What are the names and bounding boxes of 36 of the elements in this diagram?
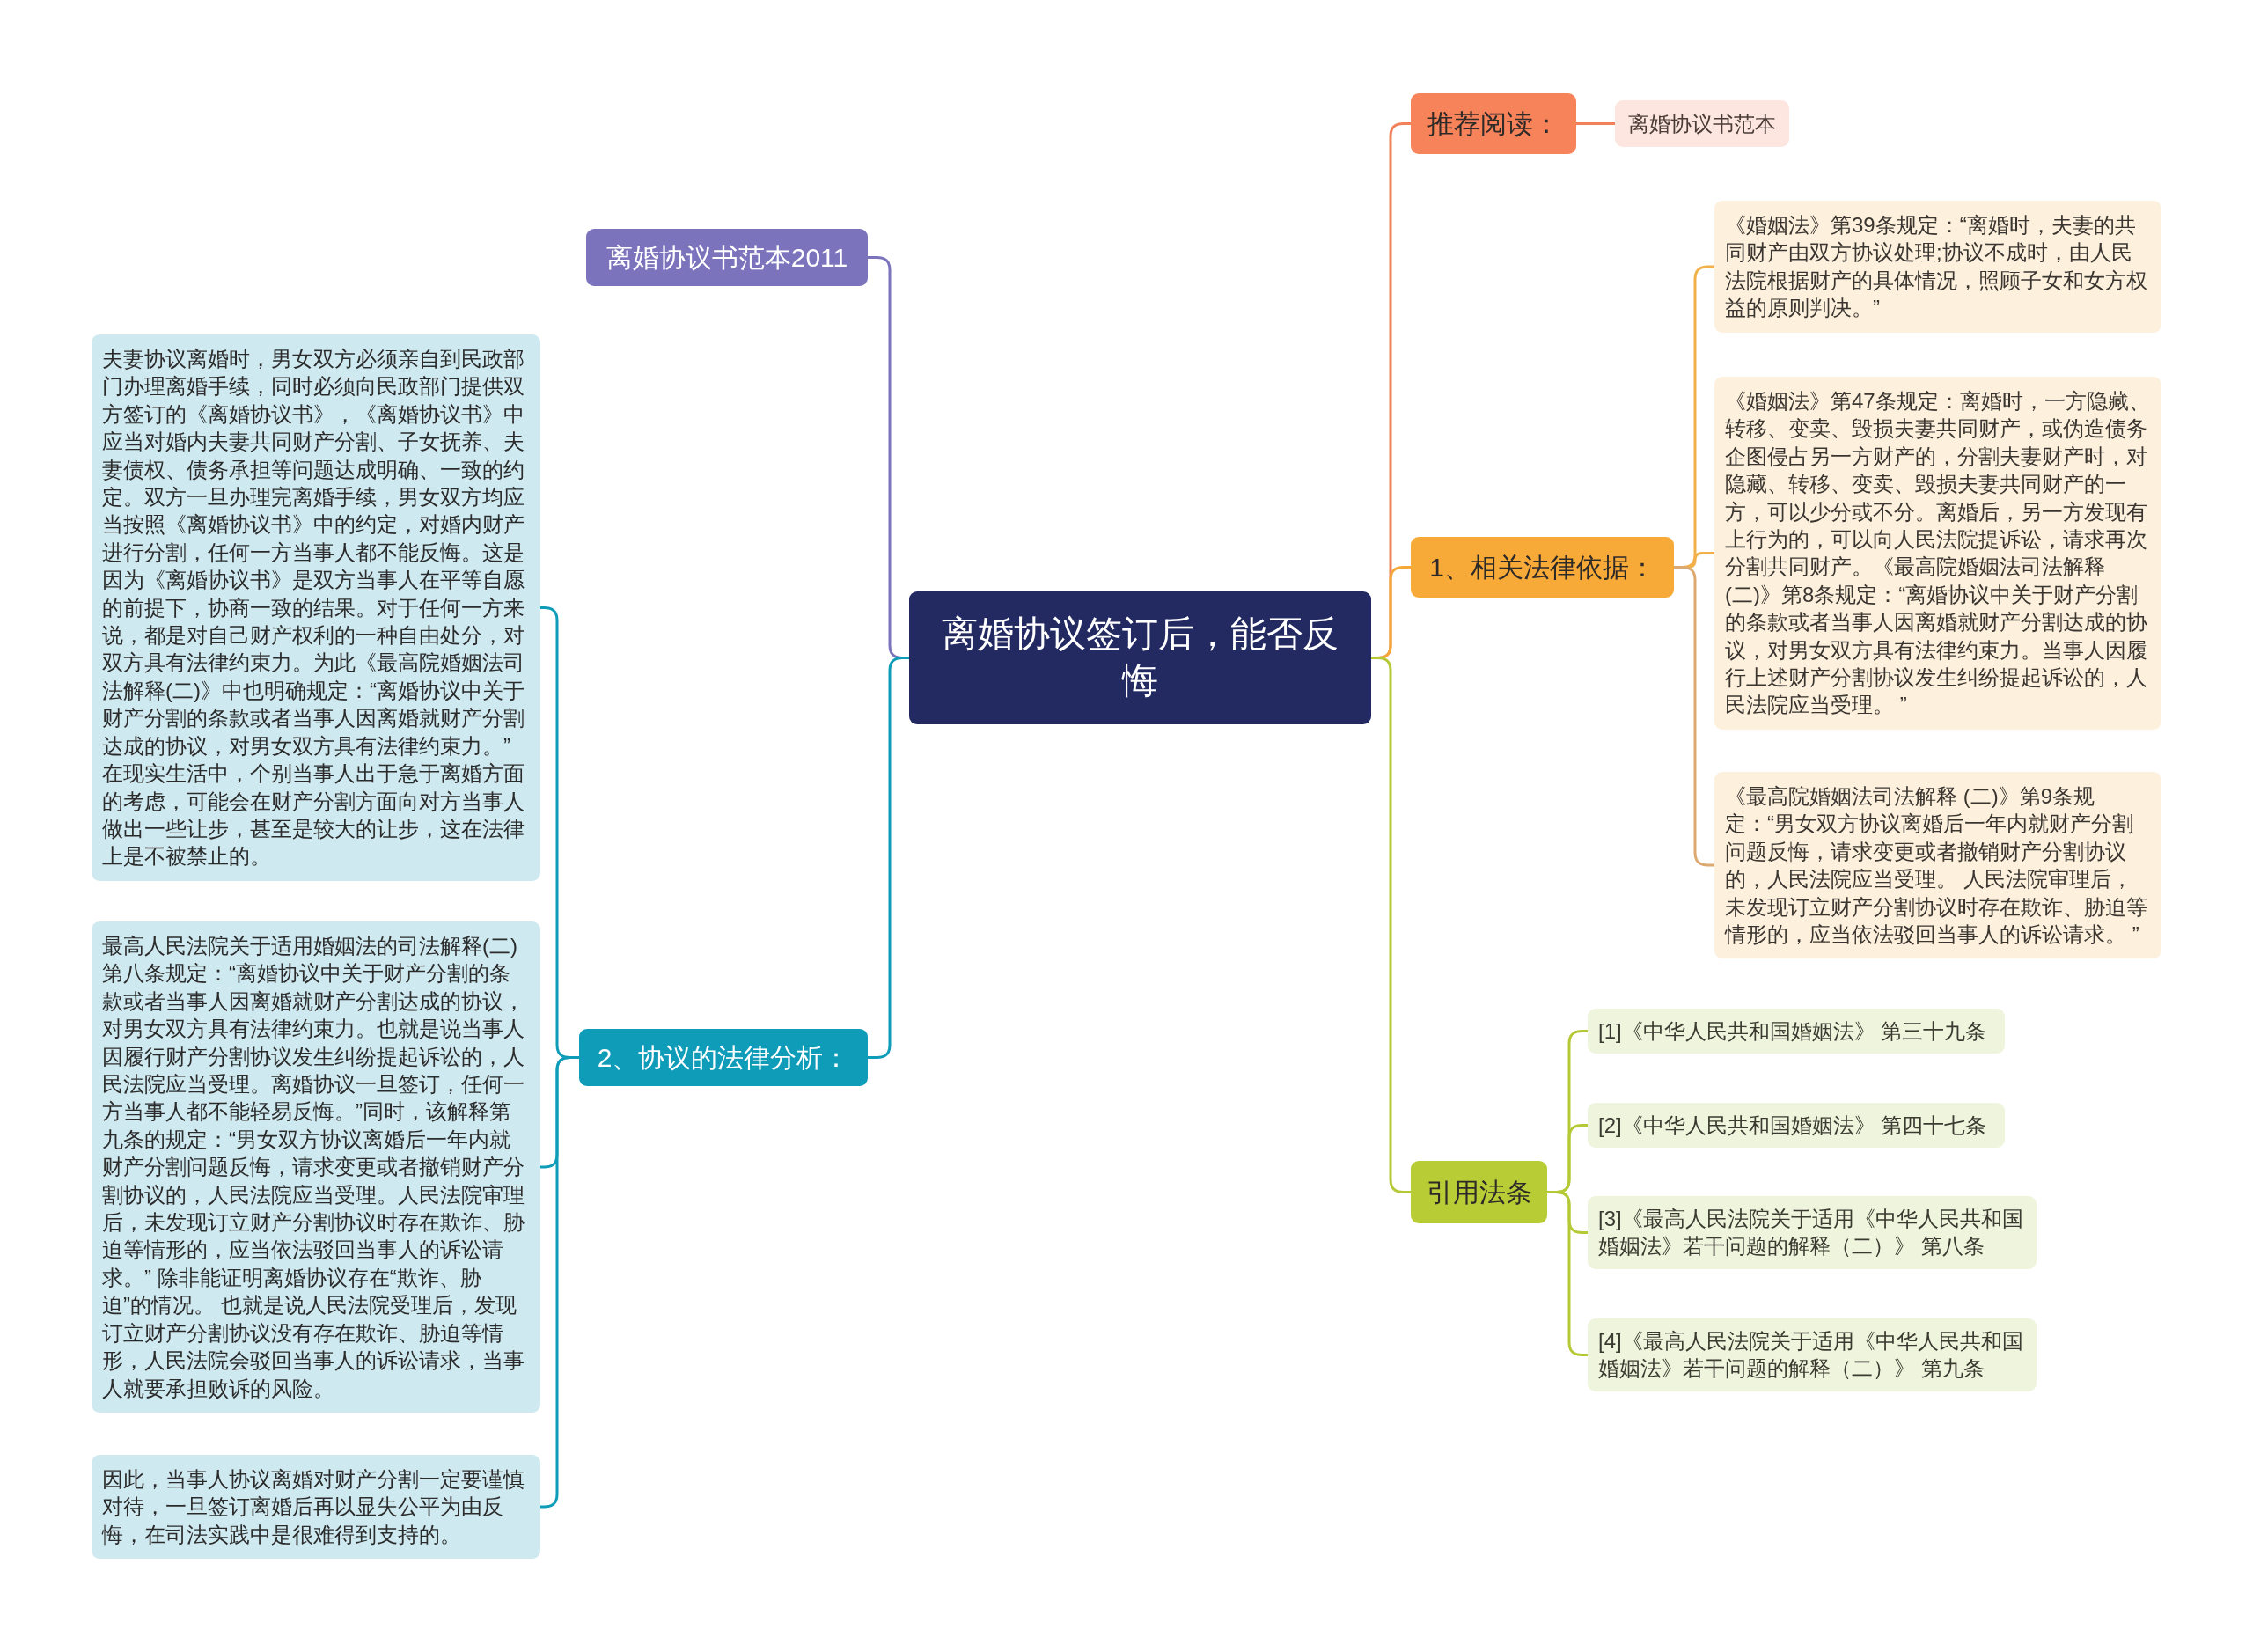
central-topic	[909, 591, 1371, 724]
reference-text: [1]《中华人民共和国婚姻法》 第三十九条	[1598, 1018, 1988, 1045]
branch-topic	[1411, 1161, 1547, 1223]
reference-card	[1588, 1318, 2037, 1391]
reference-text: [2]《中华人民共和国婚姻法》 第四十七条	[1598, 1112, 1988, 1139]
note-card	[1714, 772, 2161, 959]
branch-topic	[1411, 93, 1576, 154]
topic-text: 2、协议的法律分析：	[596, 1042, 851, 1074]
connector-line	[1547, 1191, 1588, 1356]
note-text: 《最高院婚姻法司法解释 (二)》第9条规定：“男女双方协议离婚后一年内就财产分割问题反悔，请求变更或者撤销财产分割协议的，人民法院应当受理。 人民法院审理后，未发现订立财产分割协议时存在欺诈、胁迫等情形的，应当依法驳回当事人的诉讼请求。 ”	[1725, 783, 2148, 949]
reference-card	[1588, 1196, 2037, 1269]
reference-card	[1588, 1103, 2005, 1149]
connector-line	[1371, 657, 1411, 1193]
branch-topic	[1411, 537, 1674, 598]
reference-text: [4]《最高人民法院关于适用《中华人民共和国婚姻法》若干问题的解释（二）》 第九条	[1598, 1328, 2024, 1383]
topic-text: 1、相关法律依据：	[1428, 552, 1656, 584]
topic-text: 离婚协议签订后，能否反悔	[941, 613, 1339, 703]
connector-line	[1674, 566, 1714, 867]
note-card	[92, 1455, 540, 1560]
connector-line	[1576, 122, 1615, 125]
branch-topic	[579, 1029, 868, 1086]
branch-topic	[586, 229, 868, 286]
note-card	[1714, 201, 2161, 333]
reference-text: [3]《最高人民法院关于适用《中华人民共和国婚姻法》若干问题的解释（二）》 第八条	[1598, 1206, 2024, 1260]
note-text: 《婚姻法》第47条规定：离婚时，一方隐藏、转移、变卖、毁损夫妻共同财产，或伪造债务企图侵占另一方财产的，分割夫妻财产时，对隐藏、转移、变卖、毁损夫妻共同财产的一方，可以少分或不分。离婚后，另一方发现有上行为的，可以向人民法院提诉讼，请求再次分割共同财产。《最高院婚姻法司法解释(二)》第8条规定：“离婚协议中关于财产分割的条款或者当事人因离婚就财产分割达成的协议，对男女双方具有法律约束力。当事人因履行上述财产分割协议发生纠纷提起诉讼的，人民法院应当受理。 ”	[1725, 388, 2151, 719]
connector-line	[868, 657, 909, 1059]
note-text: 夫妻协议离婚时，男女双方必须亲自到民政部门办理离婚手续，同时必须向民政部门提供双方签订的《离婚协议书》，《离婚协议书》中应当对婚内夫妻共同财产分割、子女抚养、夫妻债权、债务承担等问题达成明确、一致的约定。双方一旦办理完离婚手续，男女双方均应当按照《离婚协议书》中的约定，对婚内财产进行分割，任何一方当事人都不能反悔。这是因为《离婚协议书》是双方当事人在平等自愿的前提下，协商一致的结果。对于任何一方来说，都是对自己财产权利的一种自由处分，对双方具有法律约束力。为此《最高院婚姻法司法解释(二)》中也明确规定：“离婚协议中关于财产分割的条款或者当事人因离婚就财产分割达成的协议，对男女双方具有法律约束力。” 在现实生活中，个别当事人出于急于离婚方面的考虑，可能会在财产分割方面向对方当事人做出一些让步，甚至是较大的让步，这在法律上是不被禁止的。	[102, 346, 525, 870]
note-text: 最高人民法院关于适用婚姻法的司法解释(二)第八条规定：“离婚协议中关于财产分割的条款或者当事人因离婚就财产分割达成的协议，对男女双方具有法律约束力。也就是说当事人因履行财产分割协议发生纠纷提起诉讼的，人民法院应当受理。离婚协议一旦签订，任何一方当事人都不能轻易反悔。”同时，该解释第九条的规定：“男女双方协议离婚后一年内就财产分割问题反悔，请求变更或者撤销财产分割协议的，人民法院应当受理。人民法院审理后，未发现订立财产分割协议时存在欺诈、胁迫等情形的，应当依法驳回当事人的诉讼请求。” 除非能证明离婚协议存在“欺诈、胁迫”的情况。 也就是说人民法院受理后，发现订立财产分割协议没有存在欺诈、胁迫等情形，人民法院会驳回当事人的诉讼请求，当事人就要承担败诉的风险。	[102, 933, 525, 1402]
note-text: 《婚姻法》第39条规定：“离婚时，夫妻的共同财产由双方协议处理;协议不成时，由人民法院根据财产的具体情况，照顾子女和女方权益的原则判决。”	[1725, 212, 2148, 322]
topic-text: 引用法条	[1425, 1177, 1533, 1208]
topic-text: 离婚协议书范本	[1627, 111, 1777, 137]
reference-card	[1588, 1009, 2005, 1054]
topic-text: 离婚协议书范本2011	[605, 242, 849, 274]
note-text: 因此，当事人协议离婚对财产分割一定要谨慎对待，一旦签订离婚后再以显失公平为由反悔，在司法实践中是很难得到支持的。	[102, 1466, 525, 1548]
sub-topic	[1615, 100, 1789, 148]
topic-text: 推荐阅读：	[1427, 108, 1560, 140]
